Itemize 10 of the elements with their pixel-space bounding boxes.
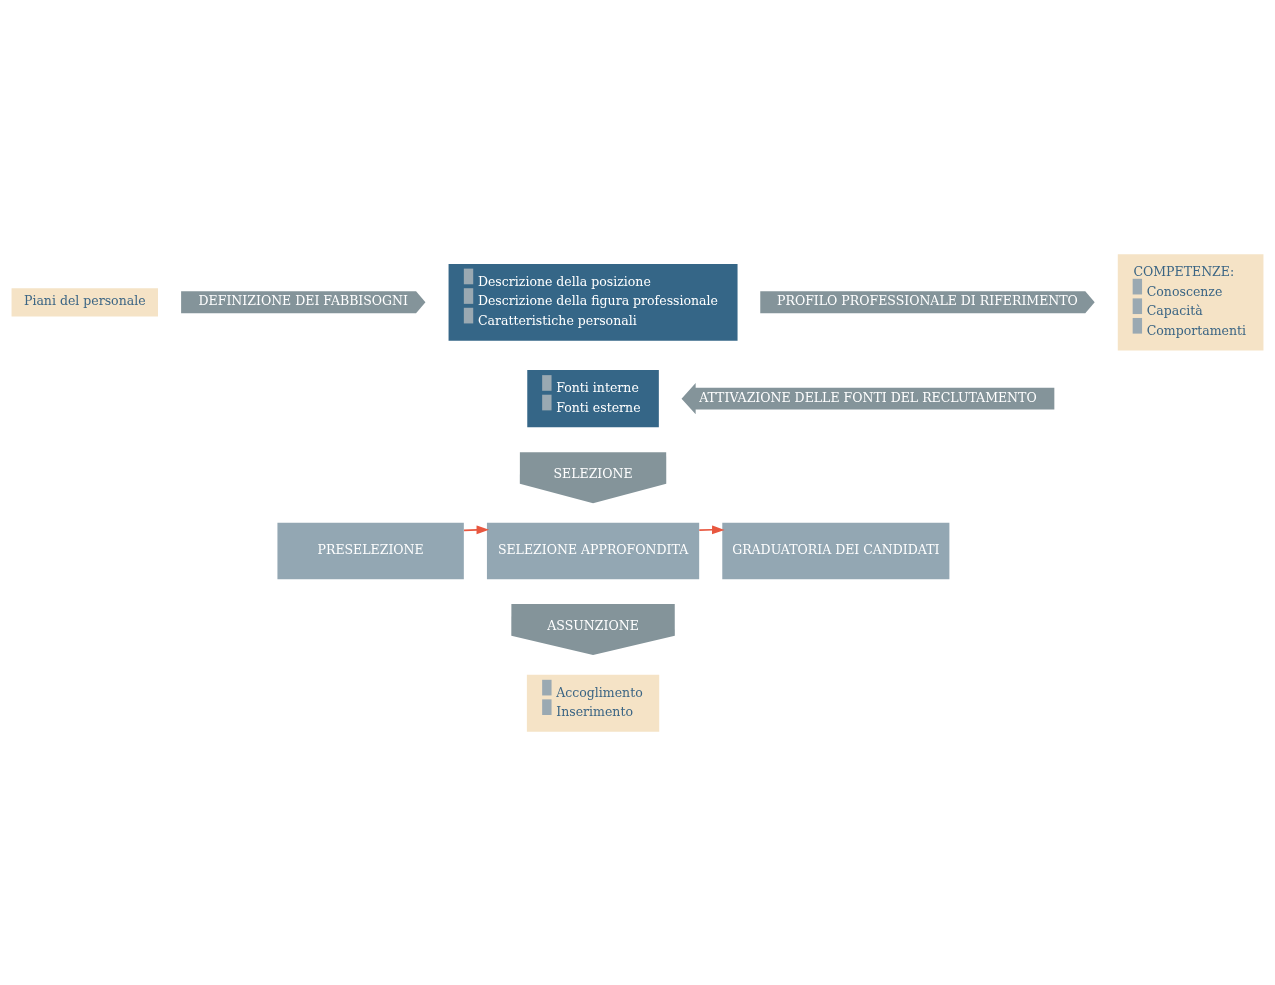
node-box: Fonti interne Fonti esterne <box>527 369 659 427</box>
node-box: Piani del personale <box>11 287 158 316</box>
node-box: SELEZIONE APPROFONDITA <box>486 522 700 579</box>
node-box: COMPETENZE: Conoscenze Capacità Comportamenti <box>1117 253 1264 350</box>
node-box: PRESELEZIONE <box>277 522 464 579</box>
node-box: GRADUATORIA DEI CANDIDATI <box>722 522 950 579</box>
arrow <box>463 524 490 534</box>
node-box: Descrizione della posizione Descrizione della figura professionale Caratteristiche personali <box>448 263 738 341</box>
node-box: Accoglimento Inserimento <box>526 674 660 732</box>
arrow <box>698 524 725 534</box>
